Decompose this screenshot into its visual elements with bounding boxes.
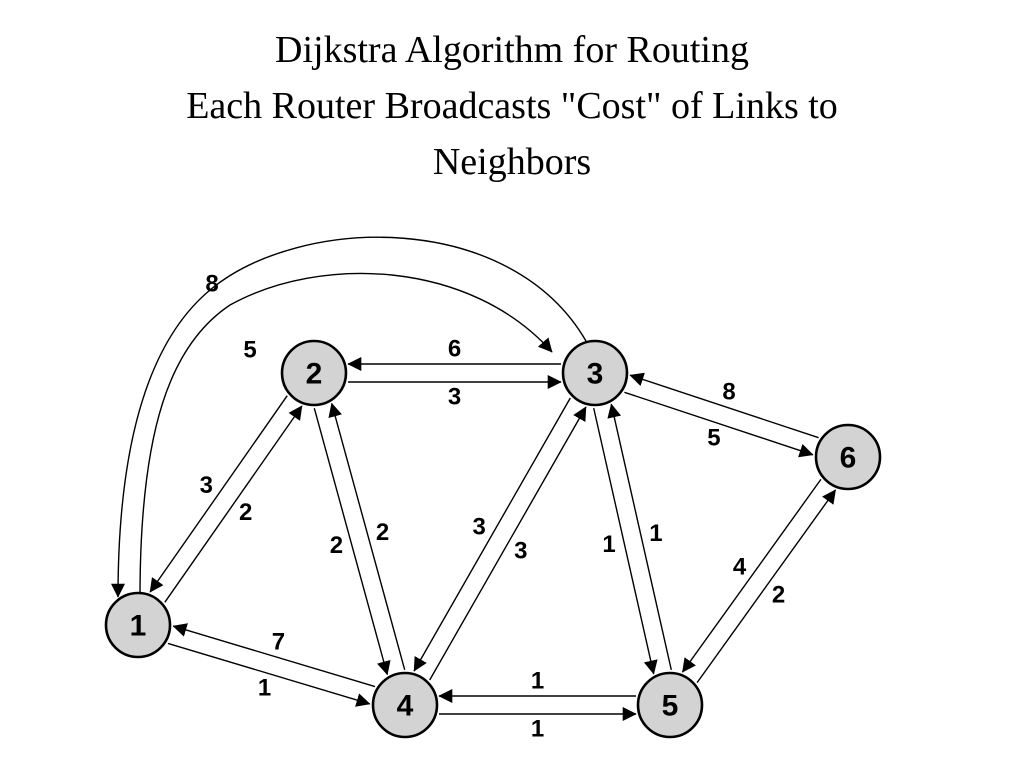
router-label-5: 5: [662, 690, 679, 723]
cost-label-4-to-1: 7: [272, 629, 285, 656]
link-1-to-4: [167, 642, 371, 707]
cost-label-2-to-3: 3: [448, 384, 461, 411]
router-circle-3: [561, 339, 629, 407]
cost-label-1-to-4: 1: [258, 675, 271, 702]
router-circle-4: [371, 671, 439, 739]
cost-label-2-to-4: 2: [330, 532, 343, 559]
cost-label-3-to-6: 5: [707, 424, 720, 451]
link-4-to-1: [172, 623, 376, 688]
link-3-to-6: [624, 391, 814, 458]
cost-label-5-to-3: 1: [649, 520, 662, 547]
router-node-6: 6: [814, 423, 882, 491]
router-node-4: 4: [371, 671, 439, 739]
link-2-to-1: [149, 395, 288, 593]
router-node-1: 1: [104, 591, 172, 659]
router-label-4: 4: [397, 690, 414, 723]
router-label-1: 1: [130, 610, 147, 643]
cost-label-2-to-1: 3: [200, 472, 213, 499]
router-circle-5: [636, 671, 704, 739]
title-line-1: Dijkstra Algorithm for Routing: [275, 29, 749, 71]
link-3-to-5: [593, 407, 658, 675]
cost-label-4-to-2: 2: [376, 519, 389, 546]
router-node-3: 3: [561, 339, 629, 407]
cost-label-6-to-5: 4: [733, 554, 747, 581]
router-label-2: 2: [306, 358, 323, 391]
cost-label-4-to-3: 3: [514, 537, 527, 564]
cost-label-3-to-2: 6: [448, 336, 461, 363]
link-2-to-4: [313, 408, 391, 676]
link-1-to-2: [164, 405, 303, 603]
link-3-to-1: [111, 236, 587, 598]
cost-label-3-to-1: 8: [205, 271, 218, 298]
router-circle-1: [104, 591, 172, 659]
cost-label-5-to-4: 1: [531, 668, 544, 695]
router-circle-2: [280, 339, 348, 407]
link-6-to-5: [681, 478, 822, 673]
router-circle-6: [814, 423, 882, 491]
cost-label-1-to-3: 5: [243, 337, 256, 364]
title-line-3: Neighbors: [432, 141, 592, 183]
title-line-2: Each Router Broadcasts "Cost" of Links t…: [186, 85, 838, 127]
cost-label-1-to-2: 2: [239, 499, 252, 526]
link-3-to-4: [413, 397, 571, 672]
router-node-2: 2: [280, 339, 348, 407]
cost-label-3-to-5: 1: [602, 531, 615, 558]
link-1-to-3: [139, 272, 553, 598]
cost-label-4-to-5: 1: [531, 716, 544, 743]
router-label-6: 6: [840, 442, 857, 475]
link-5-to-3: [607, 403, 672, 671]
router-label-3: 3: [587, 358, 604, 391]
cost-label-3-to-4: 3: [473, 514, 486, 541]
cost-label-5-to-6: 2: [772, 582, 785, 609]
cost-label-6-to-3: 8: [722, 379, 735, 406]
link-6-to-3: [629, 372, 819, 439]
link-4-to-2: [328, 402, 406, 670]
link-4-to-3: [429, 406, 587, 681]
links-layer: [111, 236, 837, 721]
link-5-to-6: [696, 489, 837, 684]
page-title: Dijkstra Algorithm for Routing Each Rout…: [0, 22, 1024, 190]
router-node-5: 5: [636, 671, 704, 739]
